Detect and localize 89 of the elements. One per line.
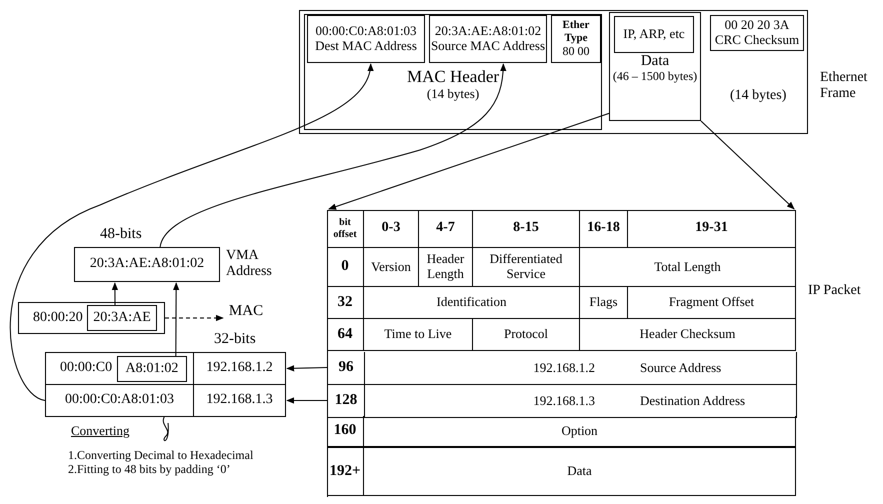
address-box — [87, 305, 157, 331]
text-label: MAC — [228, 303, 264, 321]
field-text: A8:01:02 — [126, 360, 178, 378]
field-box — [551, 15, 601, 63]
table-row — [328, 352, 797, 385]
table-cell — [193, 384, 286, 417]
table-cell — [45, 384, 194, 417]
table-cell: Option — [364, 416, 796, 448]
table-cell: 192+ — [327, 448, 364, 496]
field-text: (14 bytes) — [426, 86, 480, 102]
field-text: Source MAC Address — [430, 39, 546, 54]
connector-line — [162, 416, 169, 442]
address-box — [117, 356, 187, 382]
field-text: 80 00 — [562, 44, 590, 59]
table-cell: Time to Live — [364, 319, 473, 351]
field-name: Source Address — [640, 360, 722, 376]
table-cell: 64 — [327, 319, 364, 351]
field-box — [429, 15, 547, 63]
bit-width: 32-bits — [214, 331, 256, 348]
table-cell: 8-15 — [473, 210, 580, 248]
field-text: 20:3A:AE:A8:01:02 — [434, 24, 542, 39]
field-text: 00 20 20 3A — [724, 18, 790, 33]
note-text: 2.Fitting to 48 bits by padding ‘0’ — [68, 462, 230, 477]
arrow — [112, 282, 118, 306]
caption-text: Ethernet Frame — [820, 70, 868, 102]
address-box — [74, 247, 220, 282]
field-text: 80:00:20 — [33, 310, 83, 326]
note-heading: Converting — [71, 424, 130, 439]
table-cell: Protocol — [473, 319, 580, 351]
caption-text: VMA Address — [226, 248, 273, 280]
field-text: CRC Checksum — [714, 33, 800, 48]
arrow — [328, 112, 610, 210]
packet-table — [327, 210, 796, 497]
arrow — [172, 282, 180, 356]
arrow — [160, 63, 506, 248]
arrow — [700, 120, 795, 210]
table-cell: Header Length — [419, 248, 473, 287]
field-text: 00:00:C0:A8:01:03 — [65, 392, 174, 409]
header-box — [304, 14, 602, 130]
field-box — [307, 15, 425, 63]
field-text: Dest MAC Address — [315, 39, 417, 54]
table-cell — [45, 352, 194, 385]
table-cell: Header Checksum — [580, 319, 796, 351]
field-text: IP, ARP, etc — [623, 27, 685, 42]
field-text: Data — [640, 53, 670, 70]
table-cell: bit offset — [327, 210, 364, 248]
note-text: 1.Converting Decimal to Hexadecimal — [68, 448, 254, 463]
field-text: (46 – 1500 bytes) — [612, 70, 698, 84]
arrow — [10, 63, 372, 401]
field-text: 192.168.1.2 — [206, 360, 273, 377]
address-text: 192.168.1.2 — [532, 360, 595, 376]
bit-offset: 128 — [328, 385, 365, 417]
table-cell — [193, 352, 286, 385]
arrow — [164, 314, 224, 322]
field-text: 00:00:C0 — [60, 360, 112, 377]
frame-box — [299, 10, 808, 134]
field-box — [710, 15, 804, 51]
table-cell: Differentiated Service — [473, 248, 580, 287]
caption-text: 48-bits — [100, 226, 142, 244]
data-box — [609, 12, 701, 121]
table-cell: 19-31 — [628, 210, 796, 248]
table-cell: 16-18 — [580, 210, 628, 248]
table-cell: 160 — [327, 416, 364, 448]
field-text: 00:00:C0:A8:01:03 — [315, 24, 417, 39]
field-box — [614, 16, 694, 53]
arrow — [286, 397, 328, 404]
address-box — [18, 302, 165, 334]
bit-offset: 96 — [328, 352, 365, 384]
field-text: 192.168.1.3 — [206, 392, 273, 409]
arrow — [286, 365, 328, 372]
table-cell: 0-3 — [364, 210, 419, 248]
table-cell: 4-7 — [419, 210, 473, 248]
table-cell: Data — [364, 448, 796, 496]
table-row — [328, 385, 797, 418]
table-cell: Flags — [580, 287, 628, 319]
table-cell: Total Length — [580, 248, 796, 287]
caption-text: (14 bytes) — [730, 88, 786, 104]
table-cell: Identification — [364, 287, 580, 319]
field-text: MAC Header — [406, 67, 500, 87]
caption-text: IP Packet — [808, 283, 861, 300]
table-cell: 0 — [327, 248, 364, 287]
table-cell: 32 — [327, 287, 364, 319]
field-name: Destination Address — [640, 394, 746, 408]
address-text: 192.168.1.3 — [532, 394, 595, 408]
field-text: Ether Type — [562, 19, 590, 45]
field-text: 20:3A:AE — [93, 310, 151, 326]
table-cell: Version — [364, 248, 419, 287]
field-text: 20:3A:AE:A8:01:02 — [90, 256, 204, 273]
table-cell: Fragment Offset — [628, 287, 796, 319]
